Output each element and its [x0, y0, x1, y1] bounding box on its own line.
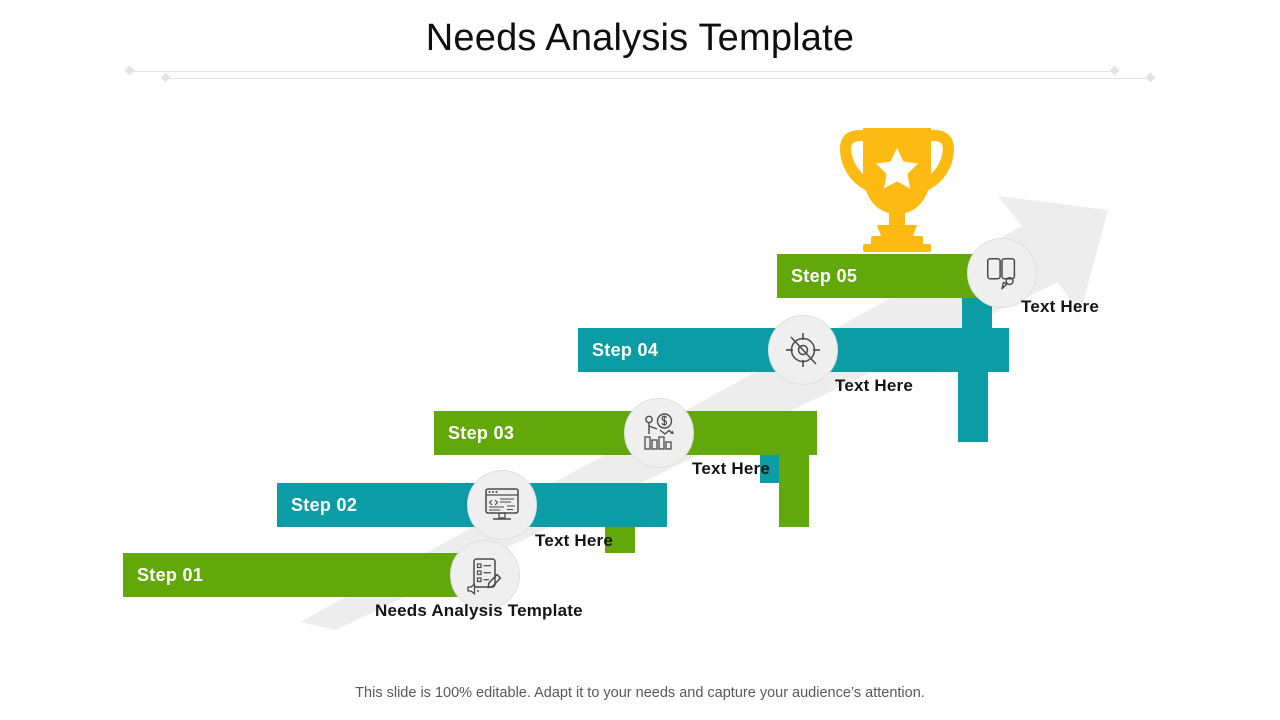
divider-rule	[168, 77, 1148, 79]
step-02-label: Step 02	[291, 495, 358, 515]
trophy-award-icon	[839, 128, 955, 252]
step-01-bar	[123, 553, 512, 597]
open-book-pen-icon	[986, 257, 1016, 290]
divider-rule	[132, 70, 1112, 72]
divider-cap-right-icon	[1145, 72, 1156, 83]
divider-line-lower	[160, 72, 1156, 83]
step-04-riser-lower	[958, 372, 988, 442]
step-02-icon-circle[interactable]	[467, 470, 537, 540]
page-title: Needs Analysis Template	[425, 17, 855, 59]
step-03-caption: Text Here	[692, 459, 771, 478]
divider-cap-right-icon	[1109, 65, 1120, 76]
step-04-icon-circle[interactable]	[768, 315, 838, 385]
step-03-icon-circle[interactable]	[624, 398, 694, 468]
checklist-survey-icon	[467, 558, 502, 595]
step-01-label: Step 01	[137, 565, 204, 585]
step-03-label: Step 03	[448, 423, 515, 443]
step-05-icon-circle[interactable]	[967, 238, 1037, 308]
step-05-riser-lower	[962, 298, 992, 368]
step-04-label: Step 04	[592, 340, 659, 360]
step-01-caption: Needs Analysis Template	[375, 601, 583, 620]
crosshair-target-icon	[786, 333, 820, 367]
step-03-riser-lower	[779, 455, 809, 527]
step-02-caption: Text Here	[535, 531, 614, 550]
presenter-bar-chart-icon	[644, 413, 674, 450]
step-05-caption: Text Here	[1021, 297, 1100, 316]
step-04-caption: Text Here	[835, 376, 914, 395]
divider-line-upper	[124, 65, 1120, 76]
monitor-code-icon	[485, 488, 519, 520]
step-01-icon-circle[interactable]	[450, 540, 520, 610]
step-05-label: Step 05	[791, 266, 858, 286]
footer-note: This slide is 100% editable. Adapt it to…	[355, 685, 925, 701]
